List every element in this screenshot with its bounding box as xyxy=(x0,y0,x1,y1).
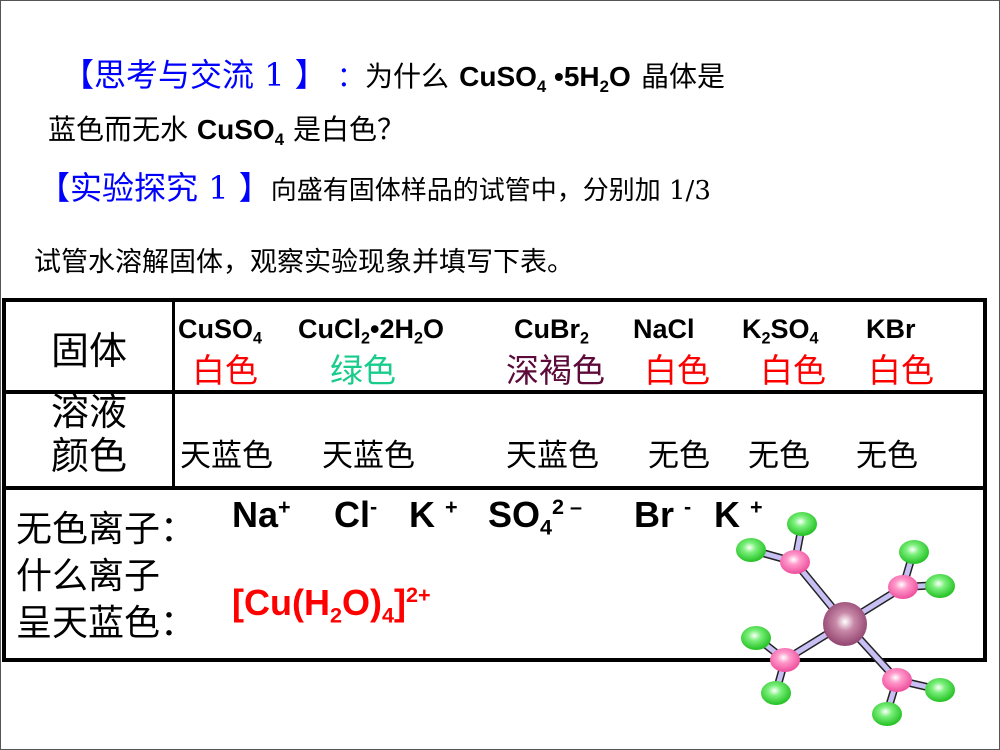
answer-copper-complex: [Cu(H2O)4]2+ xyxy=(232,582,431,628)
ion-k: K + xyxy=(409,494,458,535)
compound-k2so4: K2SO4 xyxy=(742,314,819,348)
solid-color-nacl: 白色 xyxy=(644,351,710,390)
row-label-solid: 固体 xyxy=(50,329,127,373)
compound-cucl2-2h2o: CuCl2•2H2O xyxy=(298,314,445,348)
experiment-heading: 【实验探究 1 】 xyxy=(38,169,271,207)
solid-color-k2so4: 白色 xyxy=(760,351,826,390)
question-text: 晶体是 xyxy=(640,60,725,93)
think-discuss-question: 【思考与交流 1 】 ：为什么 CuSO4 •5H2O 晶体是 xyxy=(62,50,725,96)
results-table: 固体 溶液 颜色 CuSO4 CuCl2•2H2O CuBr2 NaCl K2S… xyxy=(2,298,987,662)
solution-color-cucl2: 天蓝色 xyxy=(322,438,415,474)
solution-color-cubr2: 天蓝色 xyxy=(506,438,599,474)
instruction-text: 向盛有固体样品的试管中，分别加 1/3 xyxy=(270,176,711,206)
solution-color-k2so4: 无色 xyxy=(748,438,810,474)
colon: ： xyxy=(336,60,365,93)
label-line: 溶液 xyxy=(50,390,127,434)
solid-color-cubr2: 深褐色 xyxy=(506,351,605,390)
question-text: 是白色？ xyxy=(292,113,405,146)
question-text: 为什么 xyxy=(364,60,449,93)
ion-na: Na+ xyxy=(232,494,291,535)
compound-kbr: KBr xyxy=(866,314,916,344)
compound-cuso4: CuSO4 xyxy=(178,314,263,348)
solution-color-nacl: 无色 xyxy=(648,438,710,474)
compound-nacl: NaCl xyxy=(633,314,695,344)
solid-color-cuso4: 白色 xyxy=(192,351,258,390)
formula-cuso4-5h2o: CuSO4 •5H2O xyxy=(459,61,631,96)
instruction-text-cont: 试管水溶解固体，观察实验现象并填写下表。 xyxy=(34,247,574,278)
table-divider xyxy=(6,390,983,394)
think-heading: 【思考与交流 1 】 xyxy=(62,56,327,94)
label-line: 颜色 xyxy=(50,434,127,478)
ion-cl: Cl- xyxy=(334,494,378,535)
think-discuss-question-cont: 蓝色而无水 CuSO4 是白色？ xyxy=(48,108,405,148)
solid-color-kbr: 白色 xyxy=(868,351,934,390)
table-divider xyxy=(6,486,983,490)
copper-complex-molecule-icon xyxy=(736,512,955,726)
question-which-ion: 什么离子 xyxy=(16,556,161,597)
question-sky-blue: 呈天蓝色： xyxy=(16,603,197,644)
ion-br: Br - xyxy=(634,494,692,535)
table-column-divider xyxy=(172,302,175,488)
question-text: 蓝色而无水 xyxy=(48,113,189,146)
ion-so4: SO42 – xyxy=(488,494,583,540)
solution-color-kbr: 无色 xyxy=(856,438,918,474)
ion-k-2: K + xyxy=(714,494,763,535)
row-label-solution-color: 溶液 颜色 xyxy=(6,390,172,478)
colorless-ions-label: 无色离子： xyxy=(16,509,197,550)
solution-color-cuso4: 天蓝色 xyxy=(180,438,273,474)
experiment-instruction: 【实验探究 1 】向盛有固体样品的试管中，分别加 1/3 xyxy=(38,163,711,209)
formula-cuso4: CuSO4 xyxy=(196,114,285,149)
solid-color-cucl2: 绿色 xyxy=(330,351,396,390)
compound-cubr2: CuBr2 xyxy=(514,314,590,348)
